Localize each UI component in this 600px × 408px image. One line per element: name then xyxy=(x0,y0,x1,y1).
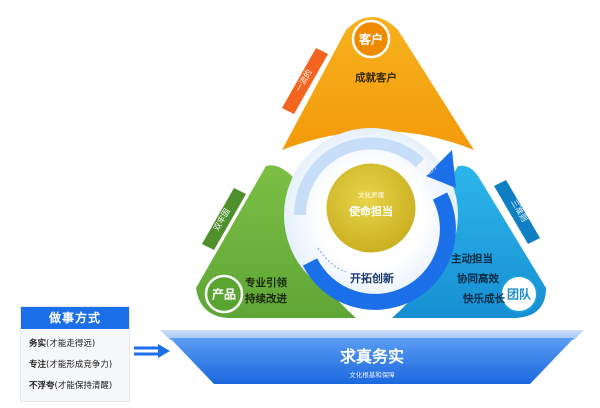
foundation-base xyxy=(170,338,574,384)
right-body-line3: 快乐成长 xyxy=(462,292,505,305)
ring-arrowhead xyxy=(426,150,456,188)
top-body-text: 成就客户 xyxy=(355,71,397,84)
right-badge-label: 团队 xyxy=(507,287,532,302)
panel-row: 务实(才能走得远) xyxy=(21,333,129,354)
panel-row-key: 专注 xyxy=(29,360,47,370)
panel-title: 做事方式 xyxy=(21,307,129,329)
top-badge-label: 客户 xyxy=(358,32,383,47)
panel-row: 不浮夸(才能保持清醒) xyxy=(21,375,129,396)
panel-row-note: (才能走得远) xyxy=(46,339,96,349)
core-circle xyxy=(323,160,419,256)
work-style-panel: 做事方式 务实(才能走得远) 专注(才能形成竞争力) 不浮夸(才能保持清醒) xyxy=(20,306,130,402)
top-badge-circle xyxy=(351,19,391,59)
panel-row-key: 不浮夸 xyxy=(29,381,55,391)
center-ring-arc-blue xyxy=(302,192,456,310)
core-title: 文化灵魂 xyxy=(358,190,385,199)
panel-arrow xyxy=(134,344,170,358)
core-text: 使命担当 xyxy=(348,204,393,218)
right-badge-circle xyxy=(500,275,538,313)
right-body-line2: 协同高效 xyxy=(457,272,499,285)
foundation-subtitle: 文化根基和保障 xyxy=(349,370,395,379)
foundation-title: 求真务实 xyxy=(340,347,404,366)
foundation-top-edge xyxy=(160,330,584,340)
left-body-line1: 专业引领 xyxy=(245,276,287,289)
left-badge-circle xyxy=(204,274,244,314)
top-segment xyxy=(282,17,474,150)
panel-row-key: 务实 xyxy=(29,339,47,349)
right-body-line1: 主动担当 xyxy=(451,252,493,265)
panel-row-note: (才能形成竞争力) xyxy=(46,360,113,370)
panel-row: 专注(才能形成竞争力) xyxy=(21,354,129,375)
center-ring-arc-light xyxy=(293,137,425,216)
left-body-line2: 持续改进 xyxy=(245,292,287,305)
left-badge-label: 产品 xyxy=(212,287,236,302)
panel-row-note: (才能保持清醒) xyxy=(54,381,113,391)
ring-text: 开拓创新 xyxy=(350,271,394,285)
